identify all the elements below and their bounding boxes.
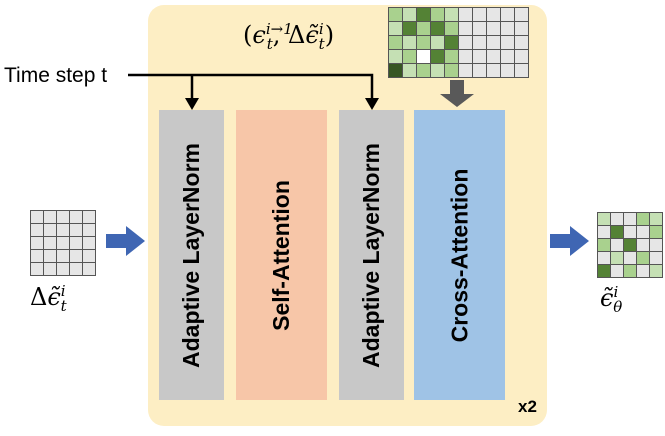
formula-epsilon-tilde: ϵ̃ <box>305 21 319 49</box>
grid-cell <box>82 262 96 276</box>
condition-formula: (ϵi→1t, Δϵ̃it) <box>243 20 334 53</box>
input-sub: t <box>60 296 67 315</box>
formula-epsilon: ϵ <box>252 21 266 49</box>
formula-delta: Δ <box>288 21 306 49</box>
output-noise-grid <box>597 212 663 278</box>
input-noise-grid <box>30 210 96 276</box>
input-sup: i <box>60 282 66 300</box>
output-sup: i <box>613 283 619 301</box>
formula-epsilon-tilde-sup: i <box>318 20 324 38</box>
input-epsilon-tilde: ϵ̃ <box>47 283 61 311</box>
arrow-to-layernorm-1 <box>185 98 199 110</box>
cross-attention-block: Cross-Attention <box>414 110 505 400</box>
formula-open-paren: ( <box>243 21 253 49</box>
output-epsilon-tilde: ϵ̃ <box>600 284 614 312</box>
grid-cell <box>514 63 529 78</box>
gray-down-arrow <box>440 80 474 107</box>
adaptive-layernorm-block-2: Adaptive LayerNorm <box>339 110 404 400</box>
formula-close-paren: ) <box>324 21 335 49</box>
output-arrow-icon <box>550 226 589 256</box>
output-noise-label: ϵ̃iθ <box>600 283 622 316</box>
formula-separator: , <box>272 21 289 49</box>
time-step-label: Time step t <box>4 64 108 87</box>
condition-noise-grid <box>388 7 529 78</box>
arrow-to-layernorm-2 <box>365 98 379 110</box>
formula-epsilon-sup: i→1 <box>265 20 293 38</box>
grid-cell <box>649 264 663 278</box>
time-step-line <box>128 73 374 100</box>
self-attention-block: Self-Attention <box>236 110 327 400</box>
input-delta: Δ <box>30 283 48 311</box>
repeat-count-label: x2 <box>518 397 537 416</box>
formula-epsilon-sub: t <box>266 34 273 53</box>
adaptive-layernorm-block-1: Adaptive LayerNorm <box>159 110 224 400</box>
input-arrow-icon <box>106 226 145 256</box>
formula-epsilon-tilde-sub: t <box>318 34 325 53</box>
output-sub: θ <box>613 297 623 316</box>
input-noise-label: Δϵ̃it <box>30 282 67 315</box>
